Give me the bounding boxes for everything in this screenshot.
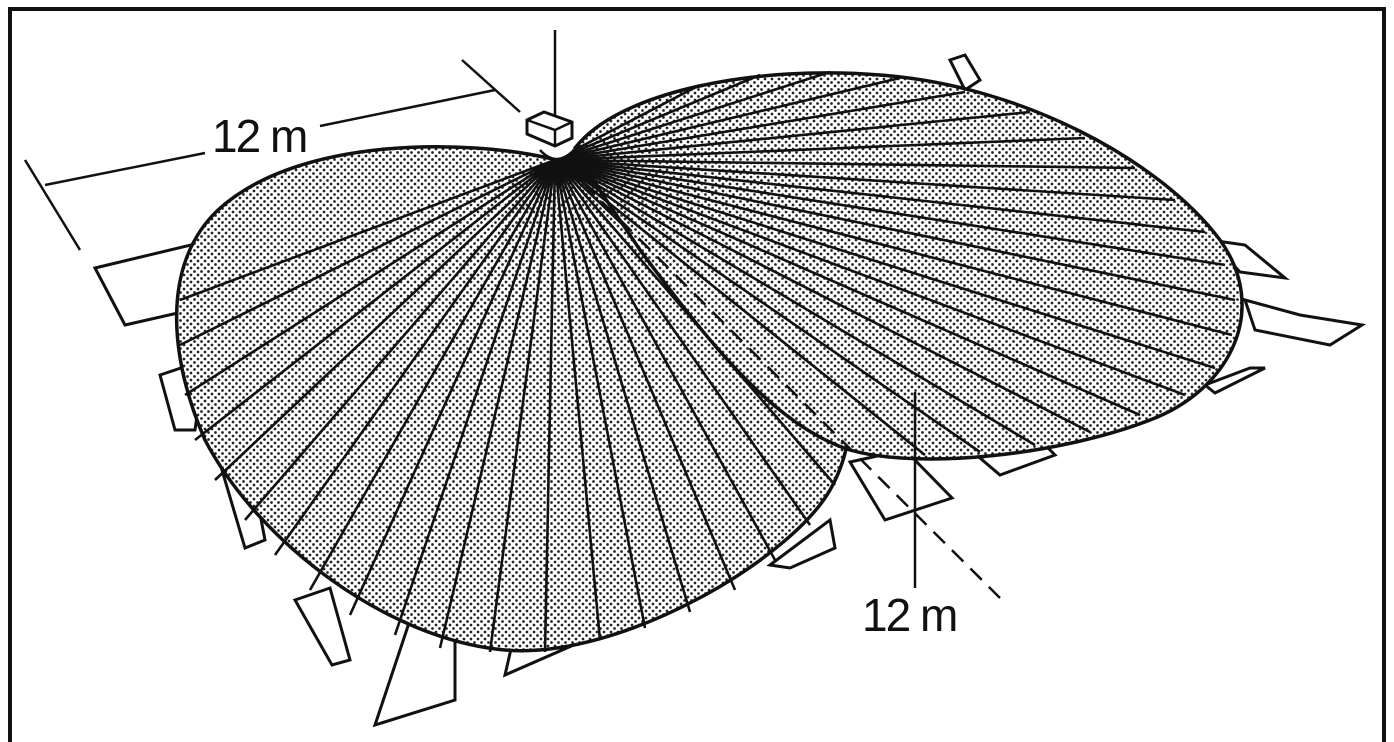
beam-line — [553, 159, 602, 641]
beam-line — [194, 158, 556, 442]
beam-line — [554, 158, 1091, 434]
beam-line — [554, 158, 1036, 447]
beam-line — [553, 159, 737, 591]
beam-line — [554, 83, 701, 162]
beam-line — [554, 70, 831, 162]
width-dimension — [23, 59, 521, 251]
floor-tile — [766, 517, 837, 570]
beam-line — [543, 159, 557, 653]
beam-line — [554, 158, 1176, 202]
beam-line — [554, 158, 1233, 337]
beam-line — [554, 76, 901, 162]
beam-line — [244, 159, 556, 521]
right-lobe-beams — [554, 70, 1236, 457]
beam-line — [554, 158, 1136, 170]
beam-line — [273, 159, 557, 556]
beam-line — [554, 158, 1186, 397]
beam-line — [554, 136, 1086, 162]
beam-line — [554, 158, 1206, 234]
beam-line — [554, 73, 761, 162]
beam-line — [554, 90, 966, 162]
right-detection-lobe — [554, 70, 1244, 461]
beam-line — [553, 159, 777, 561]
beam-line — [553, 159, 692, 613]
beam-line — [554, 158, 1141, 417]
beam-line — [488, 159, 557, 653]
beam-line — [393, 159, 557, 636]
beam-line — [308, 159, 557, 591]
beam-line — [179, 158, 556, 347]
beam-line — [554, 158, 926, 457]
beam-line — [184, 158, 556, 397]
beam-line — [179, 158, 556, 302]
diagram-border — [8, 7, 1386, 742]
depth-dimension-label: 12 m — [862, 589, 956, 641]
right-lobe-shape — [572, 71, 1244, 461]
floor-tile — [1242, 297, 1367, 347]
floor-tile — [947, 53, 983, 93]
beam-line — [214, 159, 556, 481]
beam-line — [554, 158, 981, 454]
beam-line — [553, 159, 812, 526]
floor-tile — [292, 586, 352, 667]
width-dimension-label: 12 m — [212, 110, 306, 162]
motion-sensor-icon — [525, 30, 575, 161]
beam-line — [348, 159, 557, 616]
beam-line — [553, 159, 647, 629]
beam-line — [554, 158, 1236, 302]
beam-line — [554, 158, 1226, 267]
floor-tile — [1202, 366, 1266, 395]
beam-line — [438, 159, 557, 649]
beam-line — [554, 158, 1216, 370]
beam-line — [554, 110, 1031, 162]
